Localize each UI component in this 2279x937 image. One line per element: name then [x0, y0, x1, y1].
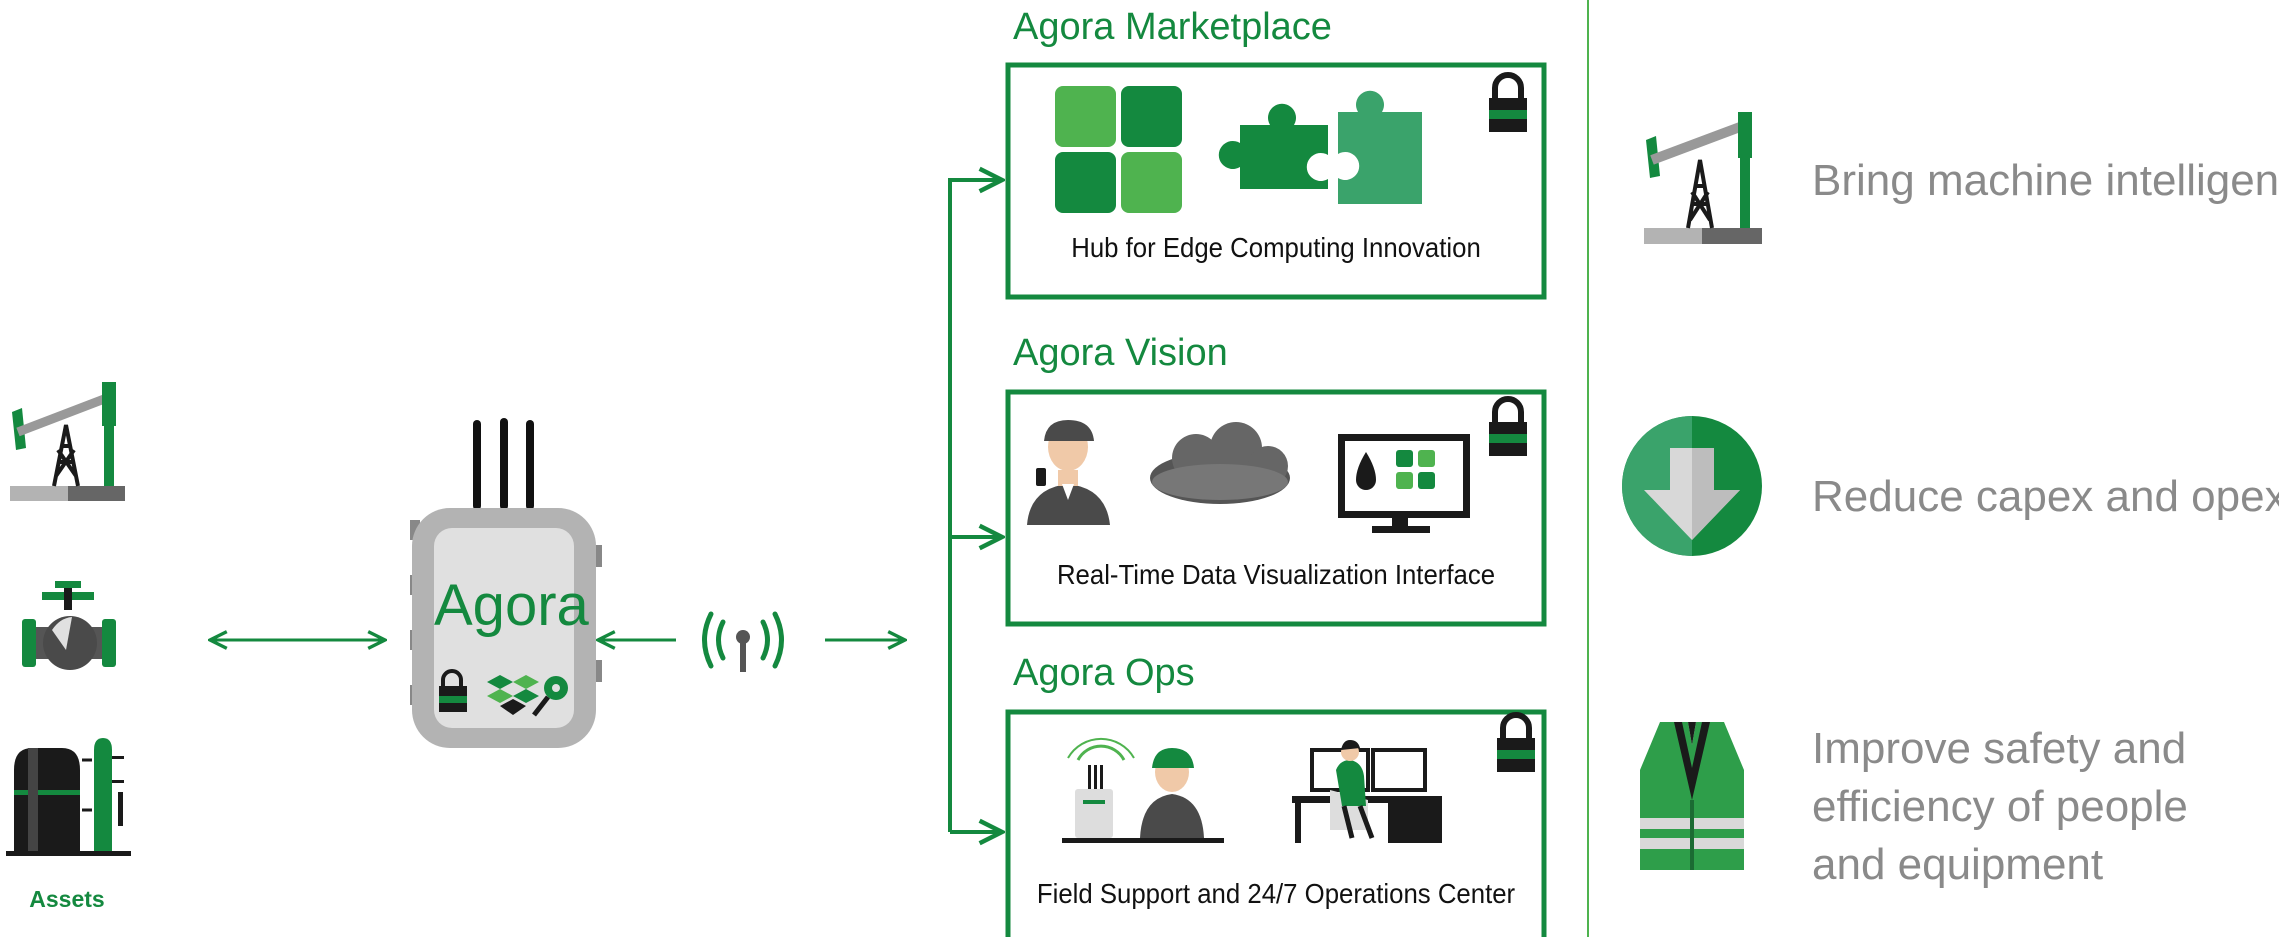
ops-caption: Field Support and 24/7 Operations Center: [1036, 878, 1516, 909]
marketplace-title: Agora Marketplace: [1013, 6, 1332, 48]
benefit-reduce-costs: Reduce capex and opex: [1812, 468, 2279, 526]
asset-tank-icon: [6, 738, 131, 856]
vision-box: [1005, 389, 1547, 627]
app-grid-icon: [1055, 86, 1182, 213]
lock-icon: [1489, 72, 1527, 132]
puzzle-icon: [1218, 90, 1422, 204]
assets-label: Assets: [29, 886, 105, 912]
marketplace-box: [1005, 62, 1547, 300]
platform-branch-arrows: [948, 180, 1002, 832]
ops-title: Agora Ops: [1013, 652, 1195, 694]
agora-device-icon: [410, 418, 602, 748]
marketplace-caption: Hub for Edge Computing Innovation: [1071, 232, 1481, 263]
asset-pump-jack-icon: [10, 382, 125, 501]
benefit-line: Reduce capex and opex: [1812, 472, 2279, 521]
lock-icon: [439, 669, 467, 712]
dropbox-icon: [487, 675, 539, 715]
benefit-safety-efficiency: Improve safety and efficiency of people …: [1812, 720, 2188, 894]
vision-caption: Real-Time Data Visualization Interface: [1056, 559, 1496, 590]
asset-valve-icon: [22, 581, 116, 670]
benefit-line: and equipment: [1812, 840, 2104, 889]
vision-title: Agora Vision: [1013, 332, 1228, 374]
benefit-line: efficiency of people: [1812, 782, 2188, 831]
device-label: Agora: [434, 573, 589, 638]
operations-desk-icon: [1292, 740, 1442, 843]
engineer-icon: [1027, 420, 1110, 525]
ops-box: [1005, 709, 1547, 937]
benefit-line: Improve safety and: [1812, 724, 2187, 773]
wireless-signal-icon: [702, 611, 784, 672]
safety-vest-icon: [1640, 722, 1744, 870]
lock-icon: [1497, 712, 1535, 772]
benefit-machine-intelligence: Bring machine intelligence: [1812, 152, 2279, 210]
benefit-pump-jack-icon: [1644, 112, 1762, 244]
antenna-icon: [473, 418, 534, 510]
benefit-line: Bring machine intelligence: [1812, 156, 2279, 205]
cloud-icon: [1150, 422, 1290, 504]
field-technician-icon: [1062, 737, 1224, 843]
lock-icon: [1489, 396, 1527, 456]
monitor-icon: [1338, 434, 1470, 533]
down-arrow-icon: [1622, 416, 1762, 556]
key-icon: [532, 676, 568, 717]
